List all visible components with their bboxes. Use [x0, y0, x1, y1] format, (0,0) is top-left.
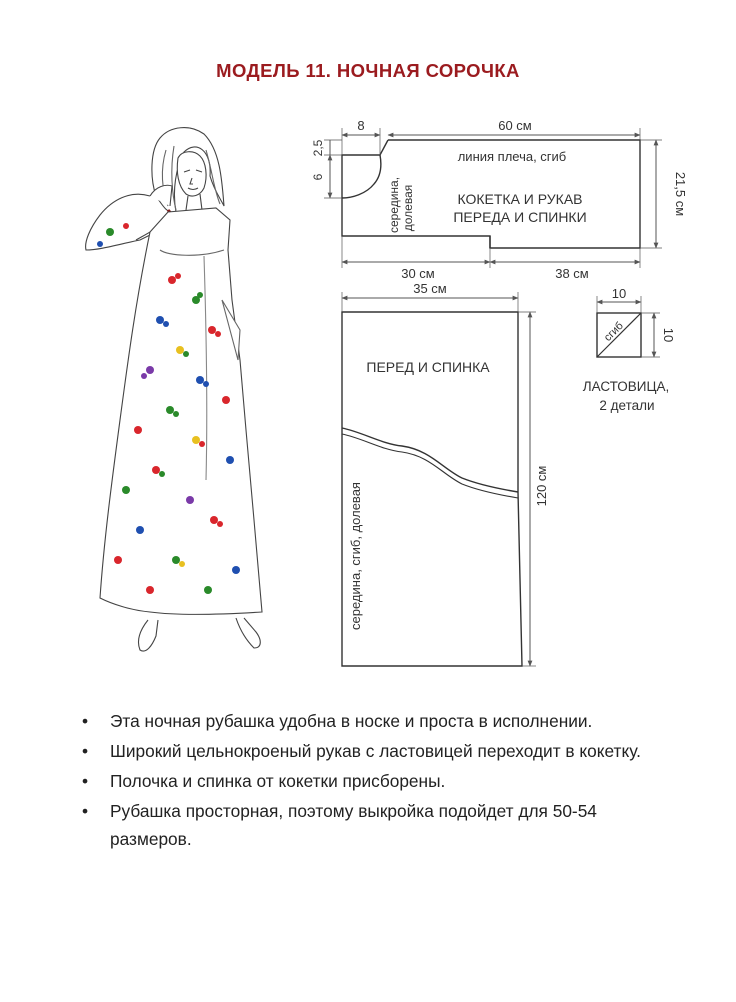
yoke-label-shoulder: линия плеча, сгиб	[458, 149, 567, 164]
figure-foot-left	[137, 619, 159, 652]
pattern-drawing: 8 60 см 2,5 6 21,5 см 30 см 38 см линия …	[85, 118, 688, 667]
body-dim-right: 120 см	[534, 466, 549, 507]
bullet-list: •Эта ночная рубашка удобна в носке и про…	[82, 707, 682, 855]
list-item: •Полочка и спинка от кокетки присборены.	[82, 767, 682, 795]
figure-dress	[99, 207, 263, 615]
gusset-name: ЛАСТОВИЦА,	[583, 379, 669, 394]
dress-print	[97, 223, 240, 594]
yoke-pattern: 8 60 см 2,5 6 21,5 см 30 см 38 см линия …	[311, 118, 688, 281]
list-item: •Эта ночная рубашка удобна в носке и про…	[82, 707, 682, 735]
yoke-dim-top-left: 8	[357, 118, 364, 133]
bullet-icon: •	[82, 801, 89, 821]
yoke-label-main-2: ПЕРЕДА И СПИНКИ	[453, 209, 586, 225]
yoke-label-center-1: середина,	[387, 177, 401, 233]
yoke-dim-left-bottom: 6	[311, 173, 325, 180]
body-label-center: середина, сгиб, долевая	[348, 482, 363, 630]
yoke-dim-left-top: 2,5	[311, 139, 325, 156]
body-curve	[341, 427, 519, 493]
list-item: •Рубашка просторная, поэтому выкройка по…	[82, 797, 682, 853]
yoke-dim-top-right: 60 см	[498, 118, 532, 133]
yoke-label-main-1: КОКЕТКА И РУКАВ	[457, 191, 582, 207]
bullet-icon: •	[82, 741, 89, 761]
yoke-label-center-2: долевая	[401, 185, 415, 232]
gusset-count: 2 детали	[599, 398, 654, 413]
body-dim-top: 35 см	[413, 281, 447, 296]
bullet-icon: •	[82, 711, 89, 731]
gusset-fold-label: сгиб	[602, 320, 626, 344]
bullet-icon: •	[82, 771, 89, 791]
body-pattern: 35 см 120 см ПЕРЕД И СПИНКА середина, сг…	[341, 281, 549, 667]
body-label: ПЕРЕД И СПИНКА	[366, 359, 490, 375]
figure-face	[176, 151, 207, 197]
gusset-pattern: 10 10 сгиб ЛАСТОВИЦА, 2 детали	[583, 286, 676, 413]
figure-illustration	[85, 127, 263, 652]
gusset-dim-top: 10	[612, 286, 626, 301]
page-title: МОДЕЛЬ 11. НОЧНАЯ СОРОЧКА	[216, 60, 520, 81]
yoke-dim-bottom-left: 30 см	[401, 266, 435, 281]
gusset-dim-right: 10	[661, 328, 676, 342]
figure-arm-sleeve	[85, 193, 157, 251]
body-outline	[341, 311, 523, 667]
list-item: •Широкий цельнокроеный рукав с ластовице…	[82, 737, 682, 765]
gusset-outline	[596, 312, 642, 358]
yoke-dim-bottom-right: 38 см	[555, 266, 589, 281]
yoke-dim-right: 21,5 см	[673, 172, 688, 216]
figure-foot-right	[235, 617, 261, 649]
